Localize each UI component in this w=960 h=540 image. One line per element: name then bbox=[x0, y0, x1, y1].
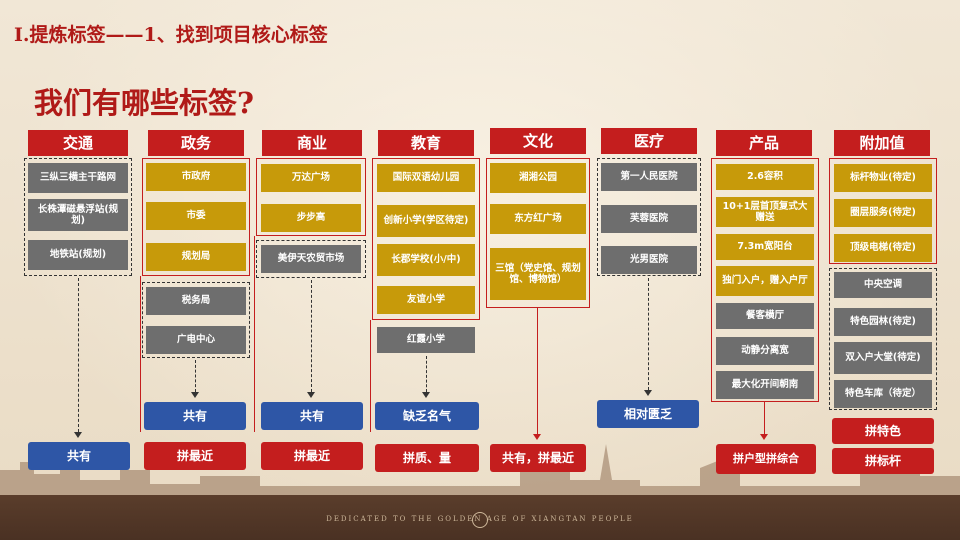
education-item: 创新小学(学区待定) bbox=[377, 205, 475, 237]
column-header-transport: 交通 bbox=[28, 130, 128, 156]
product-item: 餐客横厅 bbox=[716, 303, 814, 329]
transport-item: 长株潭磁悬浮站(规划) bbox=[28, 199, 128, 231]
education-item: 长郡学校(小/中) bbox=[377, 244, 475, 276]
product-item: 动静分离宽 bbox=[716, 337, 814, 365]
value-added-item: 特色车库（待定） bbox=[834, 380, 932, 408]
commerce-shared: 共有 bbox=[261, 402, 363, 430]
page-question: 我们有哪些标签? bbox=[34, 80, 254, 122]
product-item: 7.3m宽阳台 bbox=[716, 234, 814, 260]
arrow-down-icon bbox=[307, 392, 315, 398]
connector bbox=[648, 278, 649, 390]
footer-text: DEDICATED TO THE GOLDEN AGE OF XIANGTAN … bbox=[0, 515, 960, 523]
connector bbox=[370, 320, 371, 432]
connector bbox=[537, 308, 538, 434]
value-added-item: 中央空调 bbox=[834, 272, 932, 298]
product-item: 2.6容积 bbox=[716, 164, 814, 190]
government-shared: 共有 bbox=[144, 402, 246, 430]
connector bbox=[764, 402, 765, 434]
culture-result: 共有，拼最近 bbox=[490, 444, 586, 472]
culture-item: 三馆（党史馆、规划馆、博物馆） bbox=[490, 248, 586, 300]
medical-item: 光男医院 bbox=[601, 246, 697, 274]
medical-item: 第一人民医院 bbox=[601, 163, 697, 191]
culture-item: 湘湘公园 bbox=[490, 163, 586, 193]
commerce-result: 拼最近 bbox=[261, 442, 363, 470]
product-item: 独门入户，赠入户厅 bbox=[716, 266, 814, 296]
commerce-item: 万达广场 bbox=[261, 164, 361, 192]
government-item: 规划局 bbox=[146, 243, 246, 271]
arrow-down-icon bbox=[644, 390, 652, 396]
value-added-result: 拼标杆 bbox=[832, 448, 934, 474]
government-item: 广电中心 bbox=[146, 326, 246, 354]
commerce-item: 步步高 bbox=[261, 204, 361, 232]
arrow-down-icon bbox=[191, 392, 199, 398]
transport-result: 共有 bbox=[28, 442, 130, 470]
education-result: 拼质、量 bbox=[375, 444, 479, 472]
medical-item: 芙蓉医院 bbox=[601, 205, 697, 233]
education-shared: 缺乏名气 bbox=[375, 402, 479, 430]
column-header-education: 教育 bbox=[378, 130, 474, 156]
connector bbox=[311, 280, 312, 392]
value-added-result: 拼特色 bbox=[832, 418, 934, 444]
arrow-down-icon bbox=[74, 432, 82, 438]
transport-item: 三纵三横主干路网 bbox=[28, 163, 128, 193]
connector bbox=[426, 356, 427, 392]
government-item: 税务局 bbox=[146, 287, 246, 315]
value-added-item: 顶级电梯(待定) bbox=[834, 234, 932, 262]
column-header-product: 产品 bbox=[716, 130, 812, 156]
education-item: 红霞小学 bbox=[377, 327, 475, 353]
column-header-value-added: 附加值 bbox=[834, 130, 930, 156]
value-added-item: 双入户大堂(待定) bbox=[834, 342, 932, 374]
arrow-down-icon bbox=[533, 434, 541, 440]
product-item: 最大化开间朝南 bbox=[716, 371, 814, 399]
connector bbox=[140, 276, 141, 432]
product-item: 10+1层首顶复式大赠送 bbox=[716, 197, 814, 227]
government-item: 市政府 bbox=[146, 163, 246, 191]
education-item: 友谊小学 bbox=[377, 286, 475, 314]
education-item: 国际双语幼儿园 bbox=[377, 164, 475, 192]
transport-item: 地铁站(规划) bbox=[28, 240, 128, 270]
column-header-medical: 医疗 bbox=[601, 128, 697, 154]
commerce-item: 美伊天农贸市场 bbox=[261, 245, 361, 273]
column-header-commerce: 商业 bbox=[262, 130, 362, 156]
column-header-culture: 文化 bbox=[490, 128, 586, 154]
value-added-item: 圈层服务(待定) bbox=[834, 199, 932, 227]
government-item: 市委 bbox=[146, 202, 246, 230]
connector bbox=[254, 236, 255, 432]
product-result: 拼户型拼综合 bbox=[716, 444, 816, 474]
culture-item: 东方红广场 bbox=[490, 204, 586, 234]
connector bbox=[78, 278, 79, 432]
arrow-down-icon bbox=[760, 434, 768, 440]
column-header-government: 政务 bbox=[148, 130, 244, 156]
medical-shared: 相对匮乏 bbox=[597, 400, 699, 428]
connector bbox=[195, 360, 196, 392]
value-added-item: 标杆物业(待定) bbox=[834, 164, 932, 192]
value-added-item: 特色园林(待定) bbox=[834, 308, 932, 336]
section-title: I.提炼标签——1、找到项目核心标签 bbox=[14, 20, 328, 47]
arrow-down-icon bbox=[422, 392, 430, 398]
government-result: 拼最近 bbox=[144, 442, 246, 470]
